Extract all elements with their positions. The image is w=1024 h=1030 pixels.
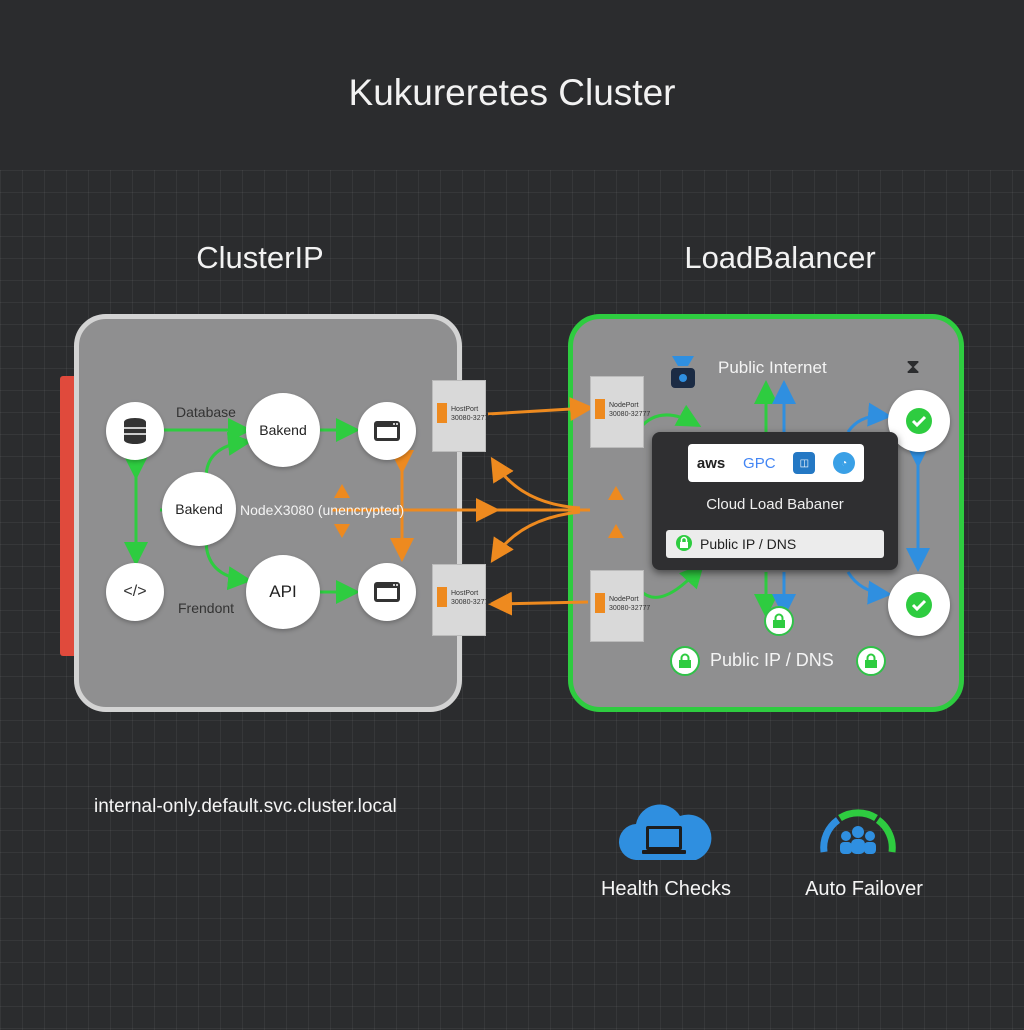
backend-node-mid[interactable]: Bakend [162, 472, 236, 546]
backend-node-top[interactable]: Bakend [246, 393, 320, 467]
port-range: 30080-32777 [451, 415, 493, 422]
check-icon [906, 408, 932, 434]
nodeport-bottom[interactable]: NodePort 30080-32777 [590, 570, 650, 642]
hourglass-icon: ⧗ [906, 356, 921, 378]
database-icon [124, 418, 146, 444]
page-title: Kukureretes Cluster [348, 72, 676, 113]
hostport-top[interactable]: HostPort 30080-32777 [432, 380, 492, 452]
database-node[interactable] [106, 402, 164, 460]
frontend-node[interactable]: </> [106, 563, 164, 621]
provider-logos: aws GPC ◫ ◔ [688, 444, 864, 482]
cloud-lb-title: Cloud Load Babaner [706, 496, 844, 513]
port-range: 30080-32777 [451, 599, 493, 606]
hostport-bottom[interactable]: HostPort 30080-32777 [432, 564, 492, 636]
api-node[interactable]: API [246, 555, 320, 629]
port-tag [437, 403, 447, 423]
auto-failover-label: Auto Failover [805, 878, 923, 900]
warning-icon [334, 484, 624, 538]
check-icon [906, 592, 932, 618]
unencrypted-annotation: NodeX3080 (unencrypted) [240, 502, 405, 518]
database-label: Database [176, 404, 236, 420]
browser-window-icon [374, 582, 400, 602]
cloud-ip-bar[interactable]: Public IP / DNS [666, 530, 884, 558]
public-internet-label: Public Internet [718, 358, 827, 377]
port-tag [437, 587, 447, 607]
users-gauge-icon [818, 802, 898, 863]
digitalocean-icon: ◔ [833, 452, 856, 474]
cloud-load-balancer[interactable]: aws GPC ◫ ◔ Cloud Load Babaner Public IP… [652, 432, 898, 570]
port-label: HostPort [451, 590, 479, 597]
public-internet-icon [668, 352, 698, 395]
loadbalancer-title: LoadBalancer [684, 240, 876, 275]
cloud-ip-label: Public IP / DNS [700, 536, 797, 552]
public-ip-dns-label: Public IP / DNS [710, 650, 834, 670]
port-label: NodePort [609, 596, 639, 603]
port-tag [595, 399, 605, 419]
frontend-label: Frendont [178, 600, 235, 616]
healthy-node-bottom[interactable] [888, 574, 950, 636]
healthy-node-top[interactable] [888, 390, 950, 452]
clusterip-title: ClusterIP [196, 240, 324, 275]
lock-icon [856, 646, 886, 676]
lock-icon [764, 606, 794, 636]
service-node-bottom[interactable] [358, 563, 416, 621]
aws-logo: aws [696, 454, 726, 472]
nodeport-top[interactable]: NodePort 30080-32777 [590, 376, 650, 448]
azure-icon: ◫ [793, 452, 816, 474]
service-node-top[interactable] [358, 402, 416, 460]
gpc-logo: GPC [743, 454, 776, 472]
port-label: HostPort [451, 406, 479, 413]
port-range: 30080-32777 [609, 411, 651, 418]
port-range: 30080-32777 [609, 605, 651, 612]
port-tag [595, 593, 605, 613]
lock-icon [670, 646, 700, 676]
health-checks-label: Health Checks [600, 878, 732, 900]
port-label: NodePort [609, 402, 639, 409]
internal-dns-name: internal-only.default.svc.cluster.local [94, 796, 397, 817]
lock-icon [676, 534, 692, 555]
code-icon: </> [123, 583, 147, 600]
cloud-monitor-icon [618, 800, 712, 869]
browser-window-icon [374, 421, 400, 441]
